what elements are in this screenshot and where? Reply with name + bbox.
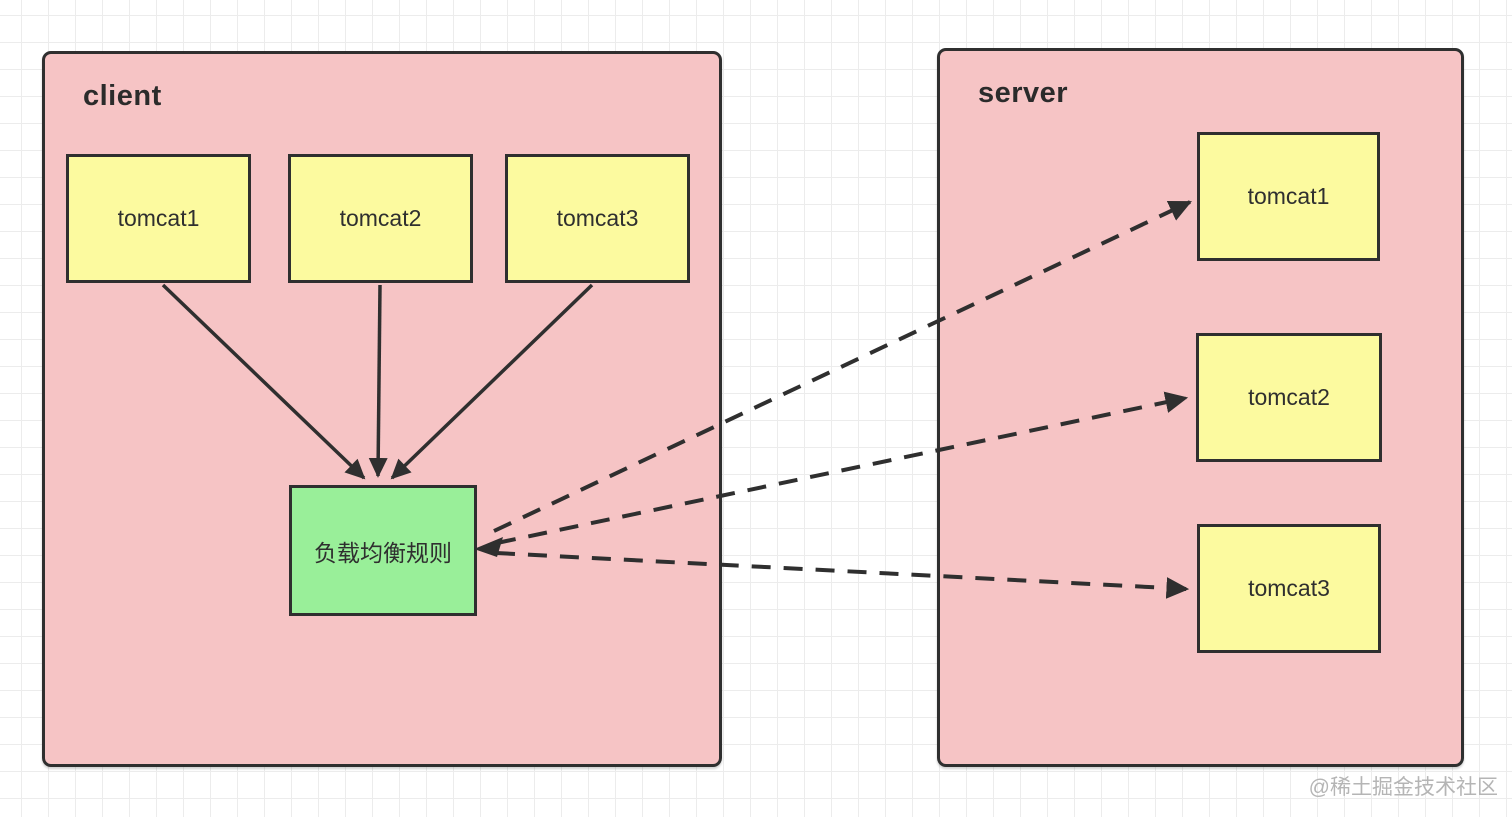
- watermark-text: @稀土掘金技术社区: [1308, 776, 1498, 799]
- server-tomcat3-node: tomcat3: [1197, 524, 1381, 653]
- server-tomcat3-label: tomcat3: [1248, 575, 1330, 601]
- client-tomcat1-node: tomcat1: [66, 154, 251, 283]
- client-tomcat3-label: tomcat3: [556, 205, 639, 231]
- client-tomcat3-node: tomcat3: [505, 154, 690, 283]
- client-tomcat2-label: tomcat2: [339, 205, 422, 231]
- load-balancer-node: 负载均衡规则: [289, 485, 477, 616]
- server-title: server: [978, 77, 1069, 109]
- client-tomcat2-node: tomcat2: [288, 154, 473, 283]
- server-tomcat1-label: tomcat1: [1247, 183, 1330, 209]
- server-tomcat1-node: tomcat1: [1197, 132, 1380, 261]
- client-tomcat1-label: tomcat1: [117, 205, 200, 231]
- server-tomcat2-label: tomcat2: [1248, 384, 1330, 410]
- load-balancer-label: 负载均衡规则: [314, 539, 452, 566]
- client-title: client: [83, 80, 162, 112]
- server-tomcat2-node: tomcat2: [1196, 333, 1382, 462]
